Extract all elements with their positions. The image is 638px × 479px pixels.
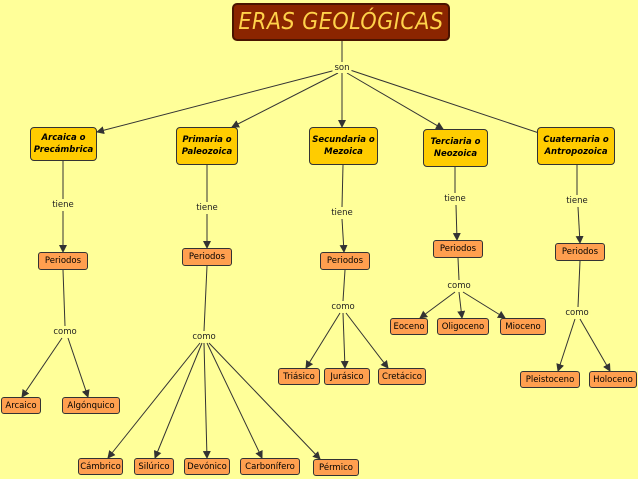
era-secundaria: Secundaria o Mezoica — [309, 127, 378, 165]
map-title: ERAS GEOLÓGICAS — [232, 3, 450, 41]
period-arcaico: Arcaico — [1, 397, 41, 414]
line-como-arcaico — [21, 337, 63, 398]
era-terciaria: Terciaria o Neozoica — [423, 129, 488, 167]
periodos-terciaria: Periodos — [433, 240, 483, 258]
period-cambrico: Cámbrico — [78, 458, 123, 475]
line-son-arcaica — [96, 69, 337, 135]
link-word-tiene-1: tiene — [194, 203, 220, 213]
link-word-como-1: como — [190, 332, 218, 342]
line-como-eoceno — [419, 291, 456, 319]
line-como-mioceno — [462, 291, 506, 319]
period-algonquico: Algónquico — [62, 397, 120, 414]
period-jurasico: Jurásico — [324, 368, 370, 385]
line-como-algonquico — [67, 337, 90, 398]
line-periodos-como-3 — [457, 257, 460, 281]
line-como-jurasico — [340, 312, 349, 369]
period-carbonifero: Carbonífero — [240, 458, 300, 475]
period-devonico: Devónico — [184, 458, 230, 475]
period-mioceno: Mioceno — [500, 318, 546, 335]
line-como-triasico — [305, 312, 341, 369]
link-word-tiene-0: tiene — [50, 200, 76, 210]
period-cretacico: Cretácico — [378, 368, 426, 385]
link-word-tiene-3: tiene — [442, 194, 468, 204]
period-holoceno: Holoceno — [589, 371, 637, 388]
line-tiene-periodos-3 — [452, 204, 461, 241]
era-primaria: Primaria o Paleozoica — [176, 127, 238, 165]
line-como-pleistoceno — [556, 318, 576, 372]
period-triasico: Triásico — [278, 368, 320, 385]
link-word-son: son — [332, 63, 352, 73]
line-secundaria-tiene — [341, 164, 344, 208]
era-cuaternaria: Cuaternaria o Antropozoica — [537, 127, 615, 165]
period-oligoceno: Oligoceno — [437, 318, 489, 335]
line-como-cambrico — [107, 342, 201, 459]
era-arcaica: Arcaica o Precámbrica — [30, 127, 97, 161]
link-word-tiene-4: tiene — [564, 196, 590, 206]
period-pleistoceno: Pleistoceno — [520, 371, 580, 388]
period-eoceno: Eoceno — [390, 318, 428, 335]
line-como-silurico — [153, 342, 203, 459]
periodos-secundaria: Periodos — [320, 252, 370, 270]
line-tiene-periodos-4 — [575, 206, 584, 244]
period-permico: Pérmico — [313, 459, 359, 476]
line-periodos-como-1 — [203, 265, 208, 332]
link-word-como-3: como — [445, 281, 473, 291]
line-periodos-como-2 — [342, 269, 346, 302]
line-como-carbonifero — [206, 342, 263, 459]
line-son-primaria — [231, 72, 339, 128]
link-word-como-2: como — [329, 302, 357, 312]
line-como-permico — [208, 342, 321, 460]
periodos-cuaternaria: Periodos — [555, 243, 605, 261]
link-word-como-0: como — [51, 327, 79, 337]
line-son-terciaria — [346, 72, 444, 130]
line-como-oligoceno — [457, 291, 466, 319]
link-word-tiene-2: tiene — [329, 208, 355, 218]
line-como-holoceno — [579, 318, 611, 372]
periodos-primaria: Periodos — [182, 248, 232, 266]
line-como-devonico — [202, 342, 211, 459]
line-periodos-como-0 — [62, 269, 66, 327]
line-son-cuaternaria — [349, 69, 546, 137]
line-periodos-como-4 — [577, 260, 581, 308]
line-como-cretacico — [345, 312, 389, 369]
line-tiene-periodos-2 — [339, 218, 348, 253]
link-word-como-4: como — [563, 308, 591, 318]
periodos-arcaica: Periodos — [38, 252, 88, 270]
period-silurico: Silúrico — [134, 458, 174, 475]
